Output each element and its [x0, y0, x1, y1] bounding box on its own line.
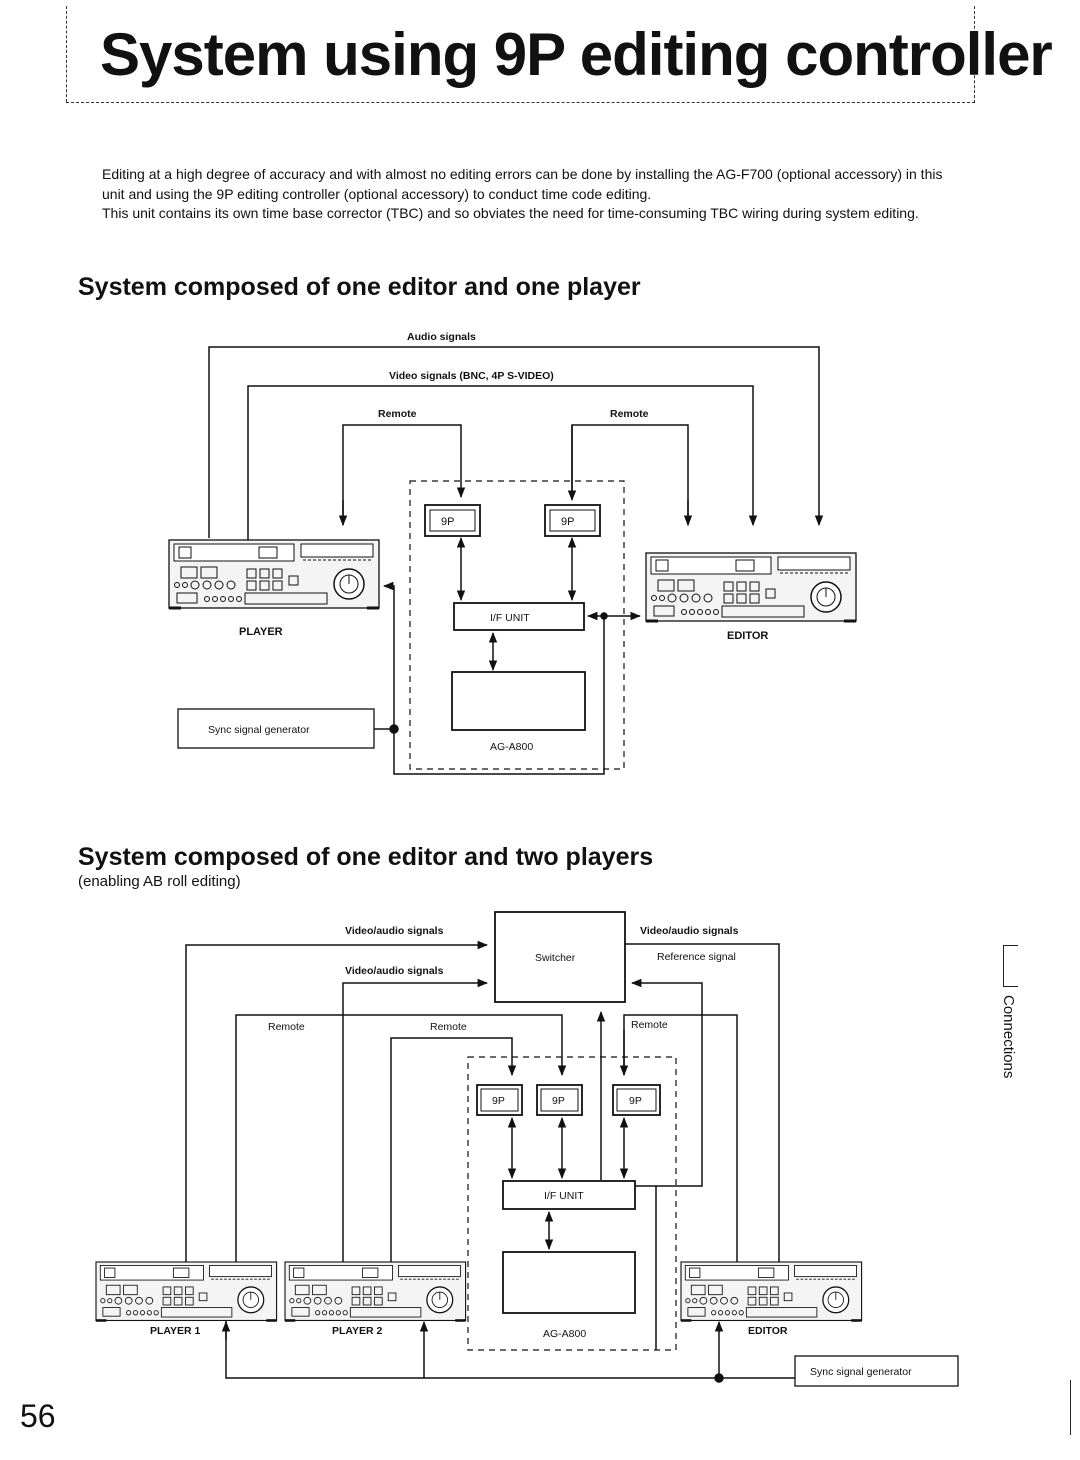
- nine-p-label: 9P: [441, 516, 454, 528]
- remote-label: Remote: [631, 1019, 668, 1031]
- switcher-label: Switcher: [535, 952, 576, 964]
- remote-label: Remote: [610, 408, 649, 420]
- video-audio-label: Video/audio signals: [345, 925, 444, 937]
- remote-label: Remote: [378, 408, 417, 420]
- diagram-two-players: [185, 911, 959, 1387]
- page-number: 56: [20, 1398, 56, 1434]
- section-tab-marker: [1003, 945, 1018, 987]
- sync-generator-label: Sync signal generator: [208, 724, 310, 736]
- player-2-deck: [283, 1260, 467, 1322]
- nine-p-label: 9P: [561, 516, 574, 528]
- sync-generator-label: Sync signal generator: [810, 1366, 912, 1378]
- nine-p-label: 9P: [492, 1095, 505, 1107]
- player-2-label: PLAYER 2: [332, 1325, 383, 1337]
- diagram-two-labels: Video/audio signals Video/audio signals …: [150, 925, 912, 1378]
- controller-label: AG-A800: [543, 1328, 586, 1340]
- nine-p-label: 9P: [629, 1095, 642, 1107]
- title-frame: [66, 6, 975, 103]
- player-label: PLAYER: [239, 626, 283, 638]
- section-heading-one-player: System composed of one editor and one pl…: [78, 273, 641, 301]
- player-1-deck: [94, 1260, 278, 1322]
- margin-rule: [1070, 1380, 1071, 1435]
- page-title: System using 9P editing controller: [100, 21, 1053, 88]
- reference-signal-label: Reference signal: [657, 951, 736, 963]
- if-unit-label: I/F UNIT: [544, 1190, 584, 1202]
- video-audio-label: Video/audio signals: [640, 925, 739, 937]
- section-heading-two-players: System composed of one editor and two pl…: [78, 843, 654, 871]
- editor-label: EDITOR: [748, 1325, 788, 1337]
- player-1-label: PLAYER 1: [150, 1325, 201, 1337]
- editor-deck: [644, 551, 858, 623]
- remote-label: Remote: [268, 1021, 305, 1033]
- intro-text: Editing at a high degree of accuracy and…: [102, 165, 962, 224]
- video-audio-label: Video/audio signals: [345, 965, 444, 977]
- remote-label: Remote: [430, 1021, 467, 1033]
- editor-deck-2: [679, 1260, 863, 1322]
- intro-paragraph: Editing at a high degree of accuracy and…: [102, 166, 943, 202]
- if-unit-label: I/F UNIT: [490, 612, 530, 624]
- diagram-one-labels: Audio signals Video signals (BNC, 4P S-V…: [208, 331, 768, 753]
- intro-paragraph: This unit contains its own time base cor…: [102, 205, 919, 221]
- nine-p-label: 9P: [552, 1095, 565, 1107]
- diagram-one-player: [177, 346, 824, 775]
- editor-label: EDITOR: [727, 630, 768, 642]
- section-tab-label: Connections: [1000, 995, 1017, 1079]
- controller-label: AG-A800: [490, 741, 533, 753]
- audio-signals-label: Audio signals: [407, 331, 476, 343]
- video-signals-label: Video signals (BNC, 4P S-VIDEO): [389, 370, 554, 382]
- section-subtitle: (enabling AB roll editing): [78, 873, 241, 890]
- player-deck: [167, 538, 381, 610]
